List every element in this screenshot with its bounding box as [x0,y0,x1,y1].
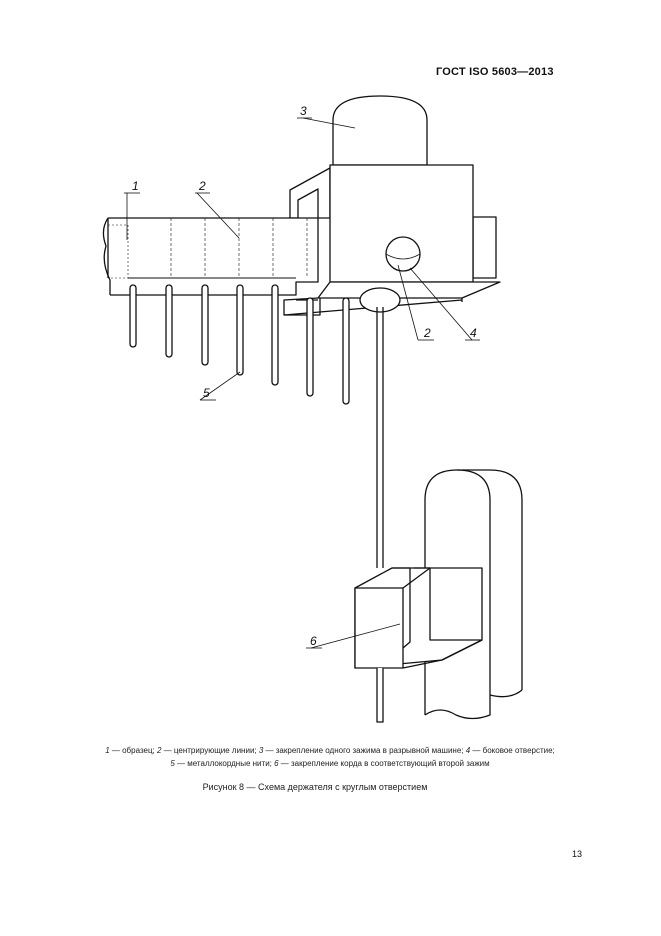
legend-line-1: 1 — образец; 2 — центрирующие линии; 3 —… [105,746,555,755]
page-number: 13 [572,849,583,859]
clamp-block-bottom [317,281,501,299]
figure-caption: Рисунок 8 — Схема держателя с круглым от… [202,782,428,792]
hanging-rod [376,307,384,568]
clamp-cylinder [332,95,428,166]
u-bracket [289,167,331,219]
back-plate [472,216,497,279]
callout-2-right: 2 [423,326,431,340]
callout-1: 1 [132,179,139,193]
callout-4: 4 [470,326,477,340]
callout-2-top: 2 [198,179,206,193]
callout-3: 3 [300,104,307,118]
callout-6: 6 [310,634,317,648]
cord-threads [129,284,350,405]
side-hole [385,236,421,272]
legend-line-2: 5 — металлокордные нити; 6 — закрепление… [170,759,490,768]
standard-header: ГОСТ ISO 5603—2013 [436,66,554,78]
specimen-strip [108,217,319,296]
callout-5: 5 [203,386,210,400]
